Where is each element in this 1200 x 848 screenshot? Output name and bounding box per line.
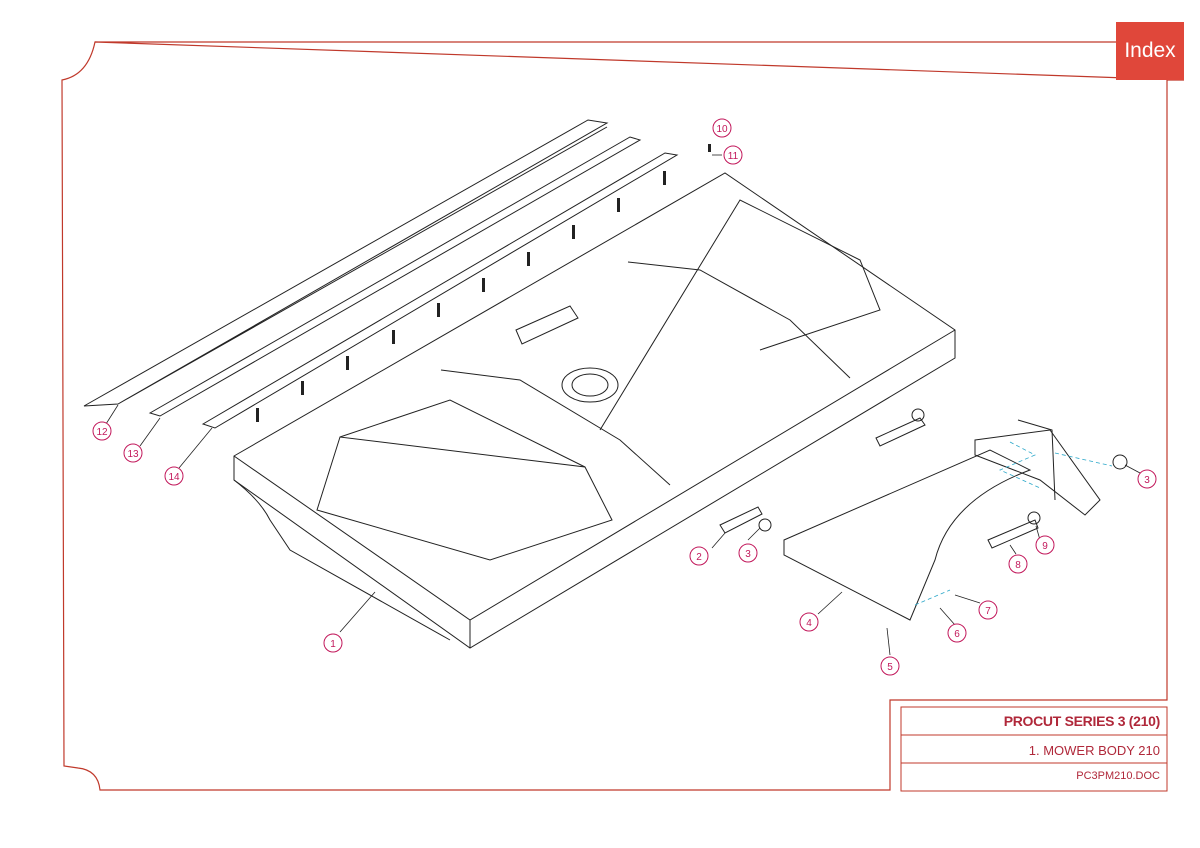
callout-11: 11 bbox=[723, 145, 743, 165]
callout-14: 14 bbox=[164, 466, 184, 486]
callout-3a-text: 3 bbox=[745, 549, 751, 560]
callout-8: 8 bbox=[1008, 554, 1028, 574]
callout-3b-text: 3 bbox=[1144, 475, 1150, 486]
callout-9-text: 9 bbox=[1042, 541, 1048, 552]
skid-bolts bbox=[256, 144, 711, 422]
callout-5-text: 5 bbox=[887, 662, 893, 673]
callout-12: 12 bbox=[92, 421, 112, 441]
callout-6: 6 bbox=[947, 623, 967, 643]
callout-7: 7 bbox=[978, 600, 998, 620]
callout-6-text: 6 bbox=[954, 629, 960, 640]
callout-10: 10 bbox=[712, 118, 732, 138]
title-block: PROCUT SERIES 3 (210) 1. MOWER BODY 210 … bbox=[901, 707, 1167, 791]
callout-10-text: 10 bbox=[716, 124, 728, 135]
callout-4-text: 4 bbox=[806, 618, 812, 629]
callout-3b: 3 bbox=[1137, 469, 1157, 489]
callout-9: 9 bbox=[1035, 535, 1055, 555]
title-block-document: PC3PM210.DOC bbox=[1076, 770, 1160, 782]
callout-1-text: 1 bbox=[330, 639, 336, 650]
skid-strip-13 bbox=[148, 136, 642, 417]
skid-strips bbox=[83, 119, 679, 429]
skid-strip-14 bbox=[201, 152, 679, 429]
index-button[interactable]: Index bbox=[1116, 22, 1184, 80]
title-block-title: PROCUT SERIES 3 (210) bbox=[1003, 713, 1161, 729]
leader-lines bbox=[105, 154, 1141, 656]
callout-8-text: 8 bbox=[1015, 560, 1021, 571]
callout-1: 1 bbox=[323, 633, 343, 653]
callout-14-text: 14 bbox=[168, 472, 180, 483]
hidden-lines bbox=[914, 441, 1113, 606]
callout-11-text: 11 bbox=[728, 151, 739, 162]
title-block-frame bbox=[900, 706, 1168, 792]
callout-2: 2 bbox=[689, 546, 709, 566]
callout-12-text: 12 bbox=[96, 427, 108, 438]
callouts: 1 2 3 3 4 5 6 7 8 9 10 11 12 13 14 bbox=[92, 118, 1157, 676]
skid-strip-12 bbox=[83, 119, 609, 407]
callout-13-text: 13 bbox=[127, 449, 139, 460]
callout-4: 4 bbox=[799, 612, 819, 632]
callout-7-text: 7 bbox=[985, 606, 991, 617]
title-block-subtitle: 1. MOWER BODY 210 bbox=[1028, 743, 1160, 758]
callout-13: 13 bbox=[123, 443, 143, 463]
callout-2-text: 2 bbox=[696, 552, 702, 563]
sheet-border bbox=[61, 41, 1185, 791]
headstock-assembly bbox=[719, 408, 1128, 621]
mower-body bbox=[233, 172, 956, 649]
callout-5: 5 bbox=[880, 656, 900, 676]
callout-3a: 3 bbox=[738, 543, 758, 563]
